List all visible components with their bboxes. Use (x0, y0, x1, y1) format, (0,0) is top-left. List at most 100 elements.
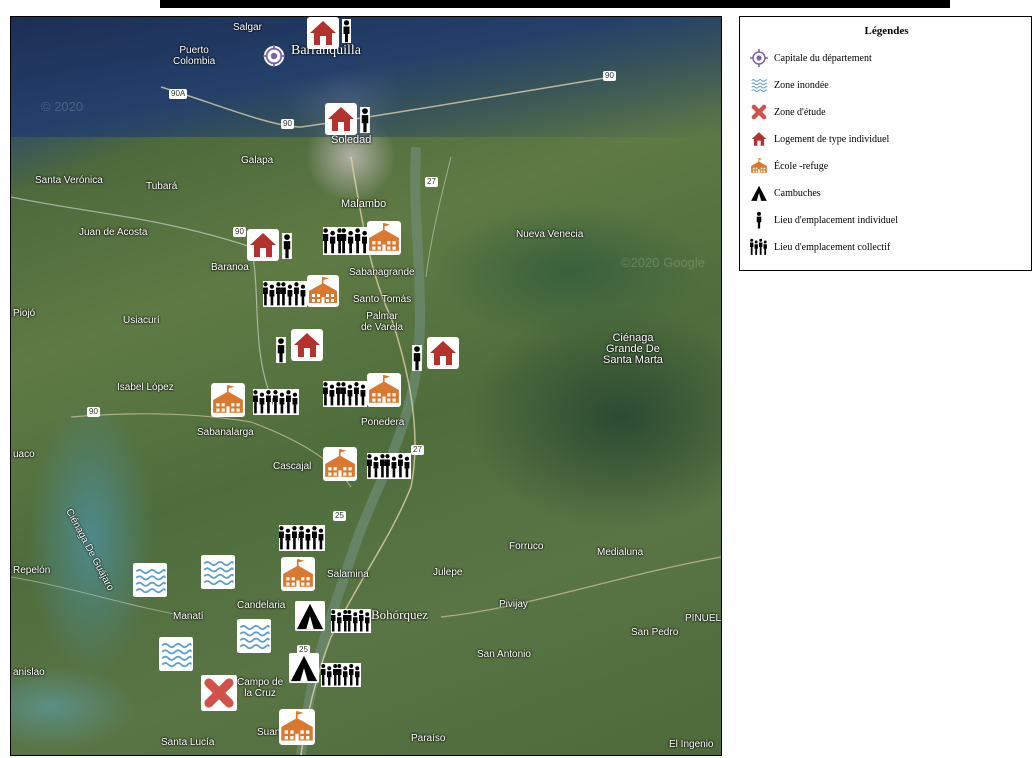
individual-person-icon (748, 209, 770, 231)
place-label: Salgar (233, 22, 262, 33)
road (425, 156, 452, 278)
road-shield: 90A (169, 89, 188, 99)
flood-zone-icon (201, 555, 235, 594)
place-label: uaco (13, 449, 35, 460)
capital-icon (748, 47, 770, 69)
tent-icon (289, 653, 319, 688)
legend-item-label: Zone inondée (774, 79, 829, 91)
collective-people-icon (341, 227, 369, 260)
place-label: Puerto Colombia (173, 45, 216, 67)
legend-item: Zone d'étude (748, 101, 826, 123)
place-label: Baranoa (211, 262, 249, 273)
legend-item-label: Lieu d'emplacement individuel (774, 214, 898, 226)
place-label: Candelaria (237, 600, 286, 611)
place-label: Usiacurí (123, 315, 160, 326)
legend-item: Lieu d'emplacement individuel (748, 209, 898, 231)
place-label: Isabel López (117, 382, 174, 393)
legend-item: Zone inondée (748, 74, 829, 96)
place-label: Galapa (241, 155, 274, 166)
collective-people-icon (385, 453, 411, 484)
study-zone-icon (201, 675, 237, 716)
place-label: Salamina (327, 569, 369, 580)
individual-house-icon (427, 337, 459, 374)
satellite-map[interactable]: © 2020 ©2020 Google Salgar Puerto Colomb… (10, 16, 722, 756)
collective-people-icon (748, 236, 770, 258)
school-refuge-icon (748, 155, 770, 177)
school-refuge-icon (281, 557, 315, 596)
place-label: Soledad (331, 134, 372, 146)
individual-person-icon (281, 233, 293, 264)
place-label: Santo Tomás (353, 294, 412, 305)
tent-icon (295, 601, 325, 636)
road (440, 556, 721, 618)
individual-house-icon (307, 17, 339, 54)
place-label: Santa Verónica (35, 175, 103, 186)
place-label: Juan de Acosta (79, 227, 148, 238)
place-label: Ponedera (361, 417, 405, 428)
place-label: Sabanalarga (197, 427, 254, 438)
road (11, 196, 272, 398)
individual-person-icon (341, 19, 352, 48)
individual-house-icon (247, 229, 279, 266)
road (70, 413, 352, 488)
study-zone-icon (748, 101, 770, 123)
tent-icon (748, 182, 770, 204)
place-label: Cascajal (273, 461, 312, 472)
legend-item: Cambuches (748, 182, 821, 204)
flood-zone-icon (133, 563, 167, 602)
legend-item: Lieu d'emplacement collectif (748, 236, 890, 258)
road (11, 576, 192, 618)
place-label: Paraíso (411, 733, 446, 744)
place-label: Palmar de Varela (361, 311, 404, 333)
place-label: Campo de la Cruz (237, 677, 284, 699)
header-bar (160, 0, 950, 8)
school-refuge-icon (367, 373, 401, 412)
legend-item-label: Zone d'étude (774, 106, 826, 118)
individual-person-icon (275, 337, 287, 368)
place-label: Pivijay (499, 599, 528, 610)
place-label: Santa Lucía (161, 737, 215, 748)
place-label: Repelón (13, 565, 51, 576)
legend-item-label: Cambuches (774, 187, 821, 199)
place-label: Nueva Venecia (516, 229, 584, 240)
place-label: anislao (13, 667, 45, 678)
road-shield: 27 (425, 177, 438, 187)
collective-people-icon (341, 381, 367, 412)
collective-people-icon (299, 525, 325, 556)
individual-house-icon (291, 329, 323, 366)
legend-item: Capitale du département (748, 47, 872, 69)
place-label: Sabanagrande (349, 267, 415, 278)
capital-icon (263, 45, 285, 72)
legend-title: Légendes (864, 25, 909, 37)
place-label: Medialuna (597, 547, 644, 558)
road (160, 76, 612, 128)
school-refuge-icon (367, 221, 401, 260)
legend-item-label: Lieu d'emplacement collectif (774, 241, 891, 253)
individual-person-icon (359, 107, 371, 138)
road-shield: 90 (233, 227, 246, 237)
school-refuge-icon (323, 447, 357, 486)
place-label: Ciénaga Grande De Santa Marta (603, 332, 663, 366)
road-shield: 90 (281, 119, 294, 129)
school-refuge-icon (279, 709, 315, 750)
place-label: Bohórquez (371, 607, 429, 622)
individual-person-icon (411, 345, 423, 376)
collective-people-icon (337, 663, 361, 692)
place-label: Forruco (509, 541, 544, 552)
place-label: Tubará (146, 181, 178, 192)
individual-house-icon (748, 128, 770, 150)
road-shield: 25 (297, 645, 310, 655)
road-shield: 25 (333, 511, 346, 521)
collective-people-icon (347, 609, 371, 638)
legend-item-label: Capitale du département (774, 52, 872, 64)
road-shield: 27 (411, 445, 424, 455)
place-label: El Ingenio (669, 739, 714, 750)
place-label: PINUEL (685, 613, 722, 624)
collective-people-icon (281, 281, 307, 312)
road-shield: 90 (603, 71, 616, 81)
legend-item-label: École -refuge (774, 160, 829, 172)
place-label: Malambo (341, 198, 387, 210)
collective-people-icon (273, 389, 299, 420)
map-watermark: ©2020 Google (621, 255, 706, 270)
